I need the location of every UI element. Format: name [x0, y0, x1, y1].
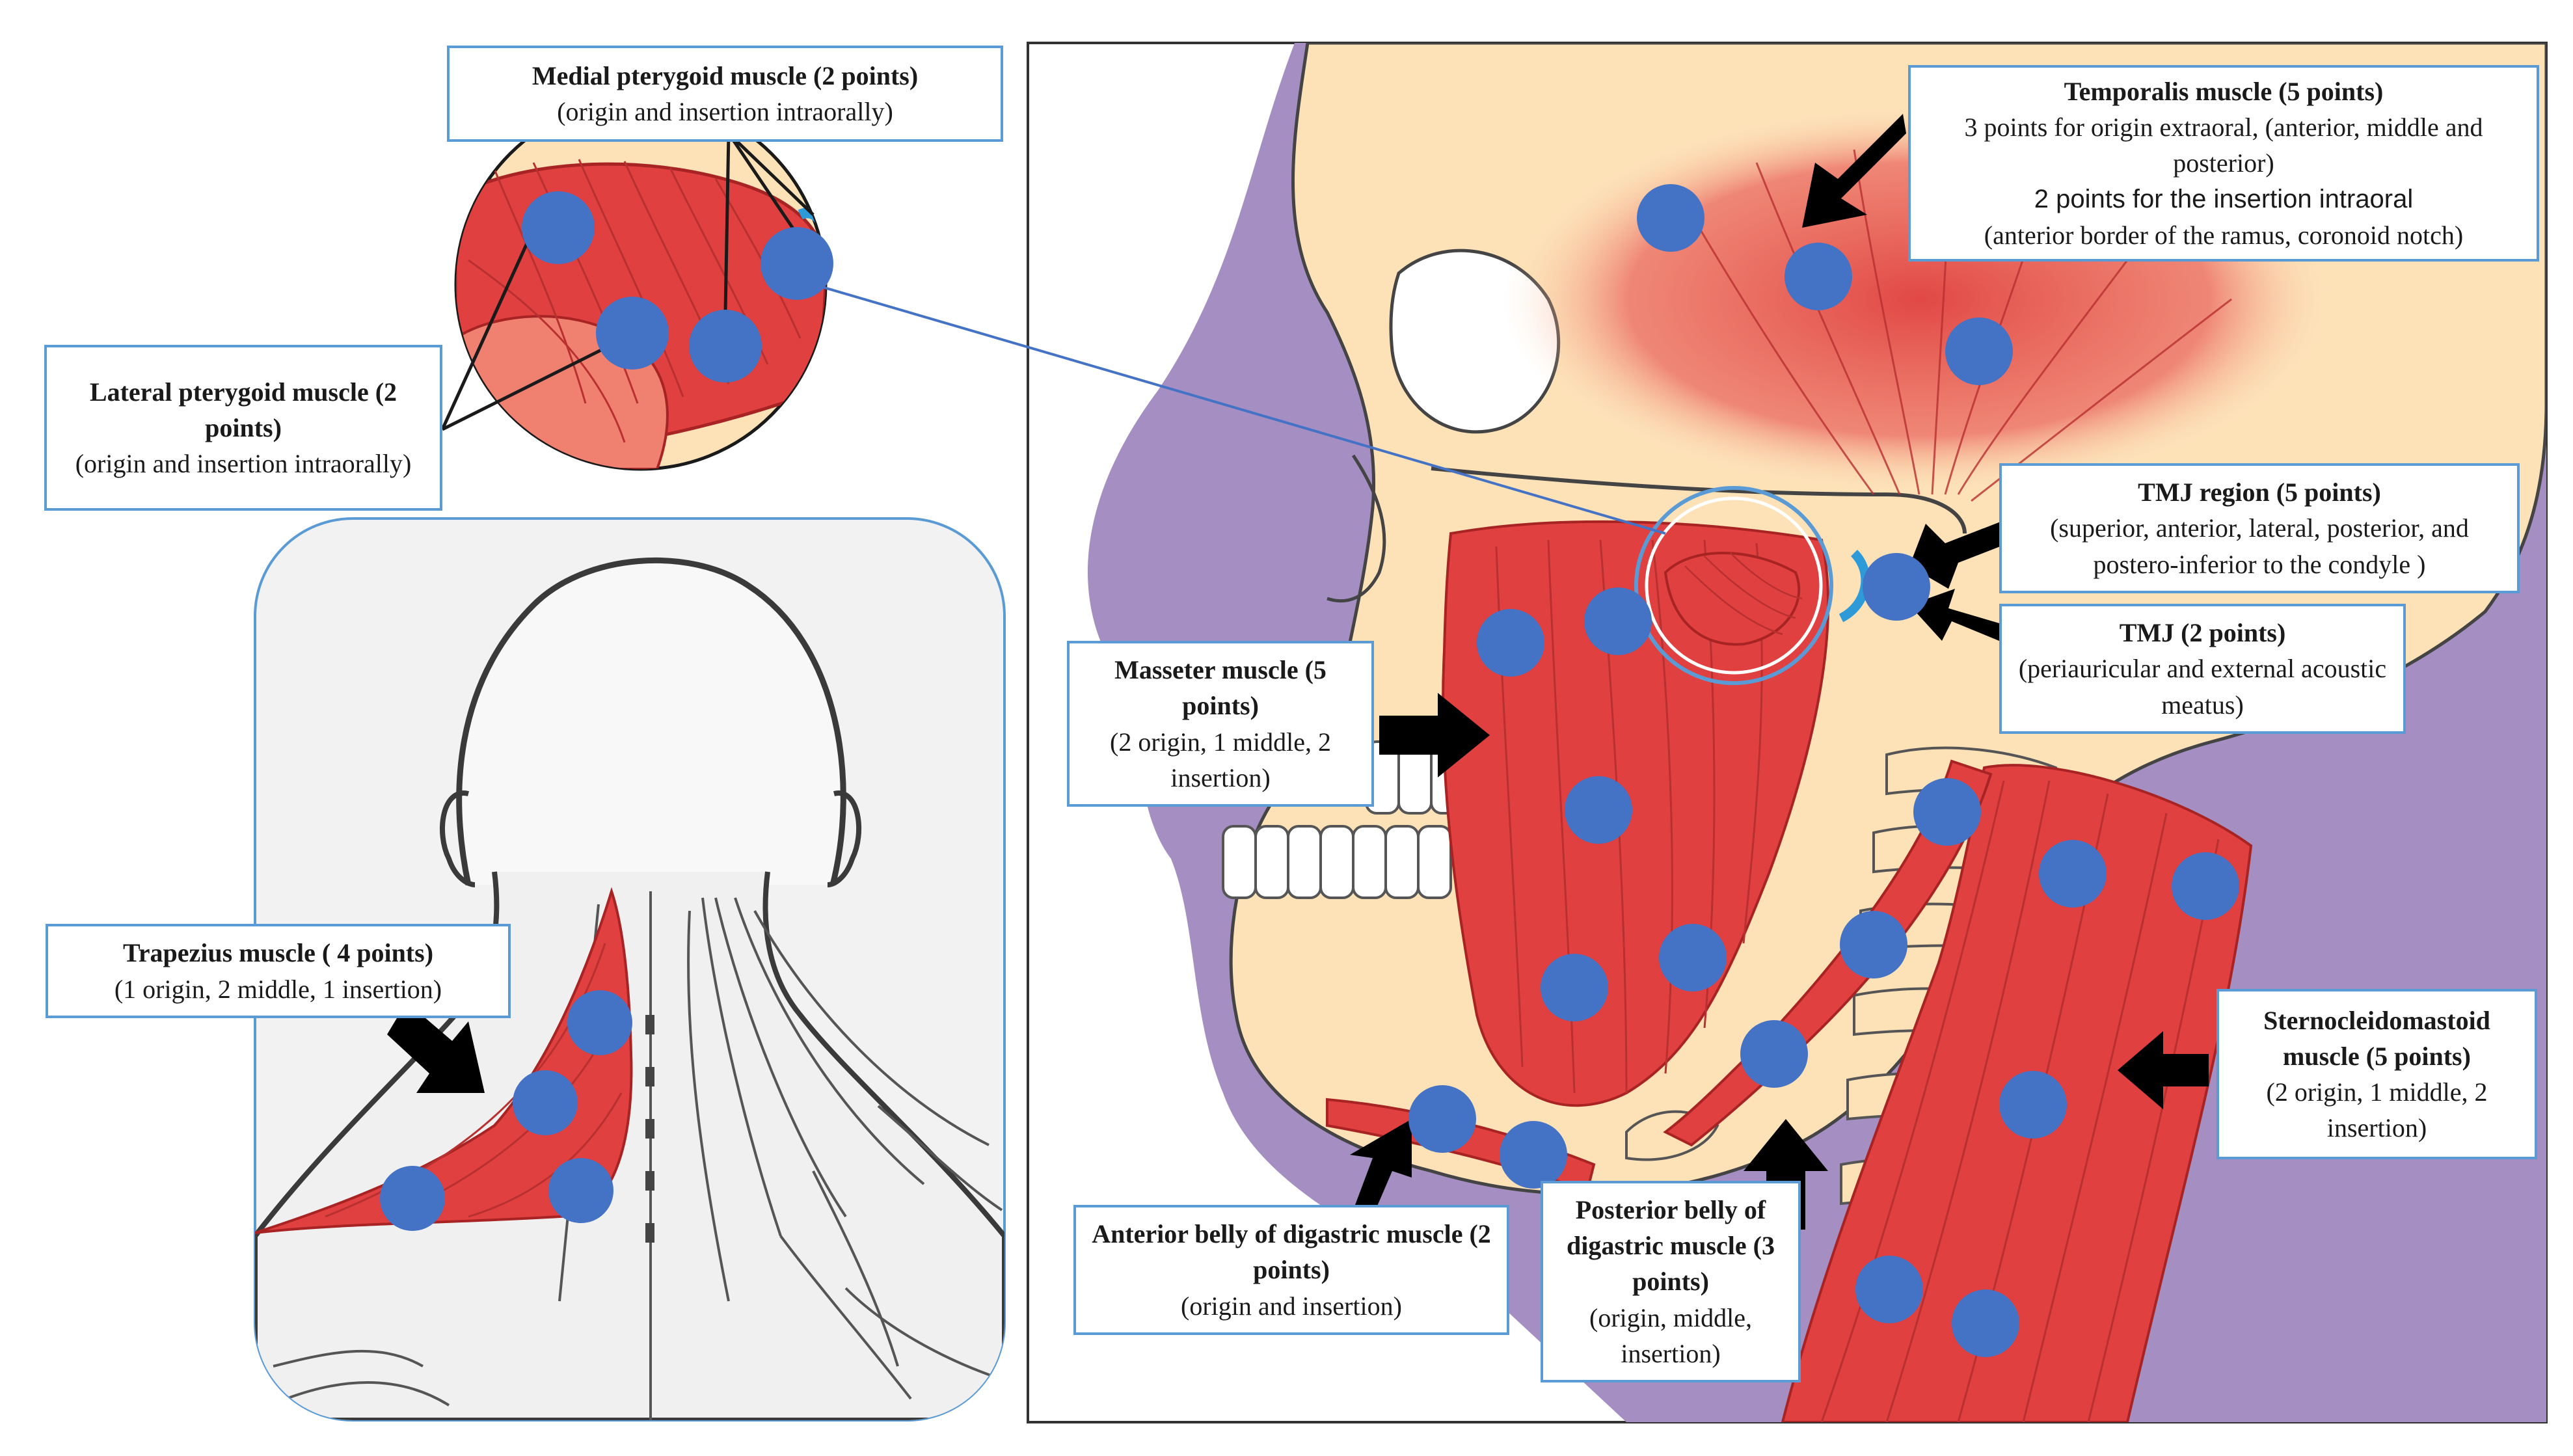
tmj-desc: (periauricular and external acoustic mea…	[2018, 654, 2387, 720]
point-trapezius-3	[380, 1166, 445, 1231]
medial-pterygoid-title: Medial pterygoid muscle (2 points)	[532, 61, 919, 90]
pointer-arrows	[387, 114, 2209, 1230]
point-trapezius-2	[513, 1070, 578, 1135]
tmj-region-desc: (superior, anterior, lateral, posterior,…	[2050, 513, 2469, 579]
point-scm-5	[1952, 1289, 2019, 1357]
lateral-pterygoid-title: Lateral pterygoid muscle (2 points)	[89, 377, 397, 442]
point-medial-pterygoid-1	[689, 310, 762, 383]
trapezius-desc: (1 origin, 2 middle, 1 insertion)	[114, 974, 442, 1004]
point-lateral-pterygoid-1	[522, 191, 595, 264]
temporalis-line3: (anterior border of the ramus, coronoid …	[1984, 220, 2464, 250]
leader-lines	[440, 132, 815, 431]
anterior-digastric-desc: (origin and insertion)	[1181, 1291, 1402, 1321]
point-masseter-5	[1659, 924, 1727, 991]
zoom-connector-line	[819, 285, 1666, 535]
tmj-label: TMJ (2 points) (periauricular and extern…	[1999, 604, 2406, 734]
point-scm-4	[1855, 1256, 1923, 1323]
point-posterior-digastric-2	[1840, 911, 1907, 978]
masseter-label: Masseter muscle (5 points) (2 origin, 1 …	[1067, 641, 1374, 807]
posterior-digastric-label: Posterior belly of digastric muscle (3 p…	[1541, 1181, 1801, 1382]
masseter-title: Masseter muscle (5 points)	[1114, 655, 1327, 721]
point-scm-1	[2039, 840, 2107, 908]
point-anterior-digastric-1	[1408, 1085, 1476, 1153]
point-masseter-3	[1565, 776, 1632, 844]
point-medial-pterygoid-2	[761, 227, 833, 300]
arrow-temporalis	[1802, 114, 1906, 228]
arrow-tmj	[1909, 589, 2007, 644]
arrow-anterior-digastric	[1350, 1119, 1412, 1217]
arrow-trapezius	[387, 1002, 485, 1093]
anterior-digastric-title: Anterior belly of digastric muscle (2 po…	[1092, 1219, 1491, 1285]
arrow-tmj-region	[1909, 520, 2017, 589]
point-lateral-pterygoid-2	[596, 297, 669, 370]
treatment-points	[380, 184, 2239, 1357]
trapezius-label: Trapezius muscle ( 4 points) (1 origin, …	[46, 924, 511, 1018]
tmj-region-title: TMJ region (5 points)	[2138, 478, 2381, 507]
point-tmj-region	[1863, 553, 1930, 621]
point-posterior-digastric-1	[1913, 778, 1981, 846]
point-trapezius-4	[548, 1158, 613, 1223]
posterior-digastric-title: Posterior belly of digastric muscle (3 p…	[1567, 1195, 1775, 1297]
medial-pterygoid-desc: (origin and insertion intraorally)	[557, 97, 893, 126]
sternocleidomastoid-label: Sternocleidomastoid muscle (5 points) (2…	[2216, 989, 2537, 1159]
point-masseter-2	[1584, 587, 1652, 655]
masseter-desc: (2 origin, 1 middle, 2 insertion)	[1110, 727, 1331, 792]
medial-pterygoid-label: Medial pterygoid muscle (2 points) (orig…	[447, 46, 1003, 142]
anterior-digastric-label: Anterior belly of digastric muscle (2 po…	[1073, 1205, 1509, 1335]
sternocleidomastoid-title: Sternocleidomastoid muscle (5 points)	[2263, 1005, 2490, 1071]
tmj-region-label: TMJ region (5 points) (superior, anterio…	[1999, 463, 2520, 593]
temporalis-line2: 2 points for the insertion intraoral	[2034, 184, 2414, 213]
arrow-sternocleidomastoid	[2118, 1031, 2209, 1109]
arrow-posterior-digastric	[1744, 1119, 1828, 1230]
arrow-masseter	[1379, 693, 1490, 777]
point-temporalis-1	[1637, 184, 1704, 252]
lateral-pterygoid-desc: (origin and insertion intraorally)	[75, 449, 412, 479]
tmj-title: TMJ (2 points)	[2119, 618, 2286, 648]
point-scm-2	[2172, 852, 2239, 920]
posterior-digastric-desc: (origin, middle, insertion)	[1589, 1302, 1752, 1368]
point-scm-3	[1999, 1071, 2067, 1139]
point-masseter-1	[1477, 609, 1544, 677]
point-trapezius-1	[567, 990, 632, 1055]
point-anterior-digastric-2	[1500, 1121, 1567, 1189]
point-temporalis-3	[1945, 317, 2013, 385]
lateral-pterygoid-label: Lateral pterygoid muscle (2 points) (ori…	[44, 345, 442, 511]
point-temporalis-2	[1785, 243, 1852, 310]
point-posterior-digastric-3	[1740, 1020, 1808, 1088]
temporalis-line1: 3 points for origin extraoral, (anterior…	[1964, 113, 2483, 178]
temporalis-label: Temporalis muscle (5 points) 3 points fo…	[1908, 65, 2539, 262]
sternocleidomastoid-desc: (2 origin, 1 middle, 2 insertion)	[2266, 1077, 2488, 1143]
trapezius-title: Trapezius muscle ( 4 points)	[122, 938, 434, 968]
point-masseter-4	[1541, 954, 1608, 1021]
temporalis-title: Temporalis muscle (5 points)	[2064, 77, 2384, 107]
